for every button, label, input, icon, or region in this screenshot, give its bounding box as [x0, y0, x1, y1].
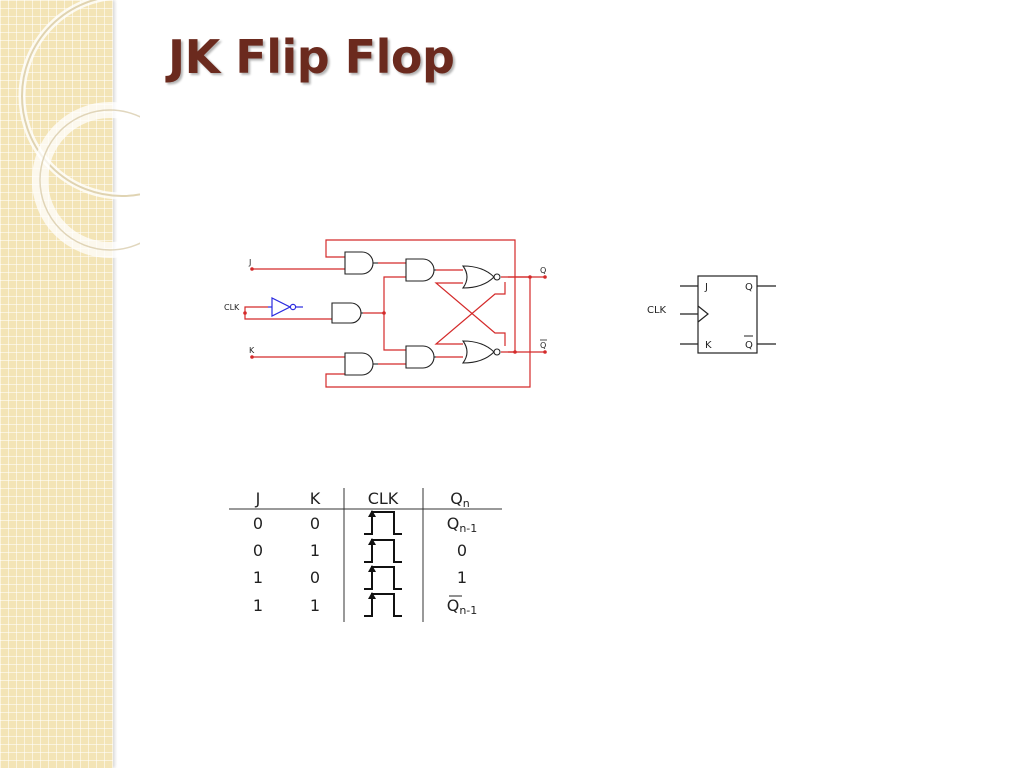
cell-qn: Qn-1 — [447, 514, 478, 535]
circuit-label-q: Q — [540, 266, 546, 275]
cell-k: 1 — [310, 596, 320, 615]
circuit-label-k: K — [249, 346, 255, 355]
table-row: 1 0 1 — [253, 568, 467, 587]
clock-inverter — [268, 297, 303, 317]
truth-table: J K CLK Qn 0 0 Qn-1 0 1 0 1 0 — [229, 488, 502, 622]
symbol-pin-j: J — [704, 282, 708, 293]
cell-j: 0 — [253, 514, 263, 533]
symbol-pin-q-bar: Q — [745, 340, 753, 351]
symbol-pin-clk: CLK — [647, 305, 667, 316]
cell-j: 0 — [253, 541, 263, 560]
header-j: J — [255, 489, 261, 508]
circuit-label-j: J — [248, 258, 251, 267]
and-gate-j — [344, 251, 374, 275]
symbol-pin-k: K — [705, 340, 712, 351]
and-gate-top-second — [405, 258, 435, 282]
jk-flip-flop-symbol: J K CLK Q Q — [647, 275, 776, 354]
cell-k: 0 — [310, 568, 320, 587]
rising-edge-pulse-icon — [364, 510, 402, 535]
cell-qn: Qn-1 — [447, 596, 478, 617]
and-gate-clk — [331, 302, 362, 324]
jk-flip-flop-circuit: J CLK K Q Q — [224, 239, 547, 388]
circuit-wires — [244, 239, 545, 388]
cell-qn: 1 — [457, 568, 467, 587]
table-row: 0 0 Qn-1 — [253, 514, 477, 535]
cell-k: 0 — [310, 514, 320, 533]
circuit-junctions — [243, 267, 547, 359]
nor-gate-q — [461, 265, 495, 289]
cell-k: 1 — [310, 541, 320, 560]
header-qn: Qn — [450, 489, 470, 510]
circuit-label-clk: CLK — [224, 303, 240, 312]
symbol-pin-q: Q — [745, 282, 753, 293]
and-gate-bottom-second — [405, 345, 435, 369]
nor-gate-q-bar — [461, 340, 495, 364]
cell-j: 1 — [253, 596, 263, 615]
circuit-label-q-bar: Q — [540, 341, 546, 350]
table-row: 0 1 0 — [253, 541, 467, 560]
rising-edge-pulse-icon — [364, 538, 402, 563]
cell-qn: 0 — [457, 541, 467, 560]
cell-j: 1 — [253, 568, 263, 587]
rising-edge-pulse-icon — [364, 592, 402, 617]
header-clk: CLK — [368, 489, 399, 508]
header-k: K — [310, 489, 321, 508]
page-title: JK Flip Flop — [168, 30, 455, 84]
table-row: 1 1 Qn-1 — [253, 595, 478, 617]
decorative-rings — [18, 0, 140, 258]
and-gate-k — [344, 352, 374, 376]
rising-edge-pulse-icon — [364, 565, 402, 590]
clock-input-triangle-icon — [697, 305, 709, 323]
